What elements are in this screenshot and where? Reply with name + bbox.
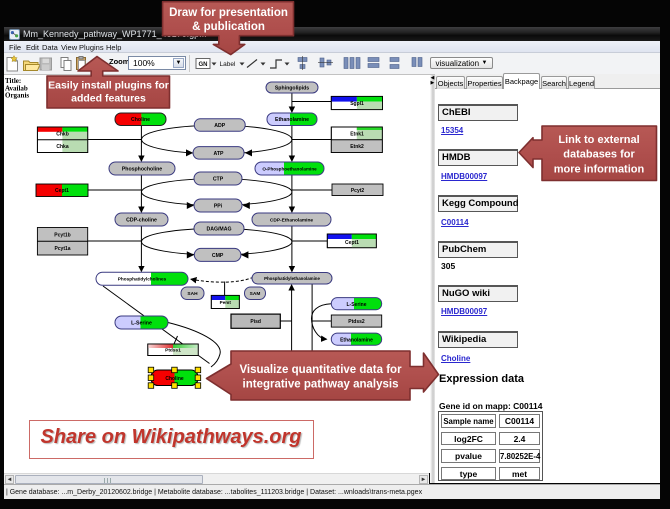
svg-text:Pcyt1a: Pcyt1a bbox=[54, 246, 70, 252]
svg-text:Label: Label bbox=[220, 61, 236, 68]
svg-text:Etnk1: Etnk1 bbox=[350, 131, 364, 137]
svg-text:Organis: Organis bbox=[5, 92, 29, 100]
svg-text:ADP: ADP bbox=[214, 123, 225, 129]
svg-text:ATP: ATP bbox=[214, 151, 225, 157]
svg-text:Cept1: Cept1 bbox=[345, 240, 359, 246]
svg-text:Chkb: Chkb bbox=[56, 131, 69, 137]
svg-text:Choline: Choline bbox=[131, 117, 150, 123]
svg-text:GN: GN bbox=[199, 62, 208, 68]
svg-text:Etnk2: Etnk2 bbox=[350, 144, 364, 150]
svg-text:DAG/MAG: DAG/MAG bbox=[206, 227, 231, 233]
svg-text:O-Phosphoethanolamine: O-Phosphoethanolamine bbox=[262, 167, 317, 172]
svg-text:Title:: Title: bbox=[5, 77, 21, 85]
svg-text:Choline: Choline bbox=[165, 376, 184, 382]
svg-text:CMP: CMP bbox=[212, 253, 224, 259]
svg-text:L-Serine: L-Serine bbox=[131, 321, 152, 327]
svg-text:Sphingolipids: Sphingolipids bbox=[275, 86, 309, 92]
svg-text:Ethanolamine: Ethanolamine bbox=[275, 117, 309, 123]
svg-text:CDP-choline: CDP-choline bbox=[126, 218, 157, 224]
svg-text:Sgpl1: Sgpl1 bbox=[350, 101, 364, 107]
svg-text:Link to external: Link to external bbox=[558, 134, 639, 146]
svg-text:Pcyt1b: Pcyt1b bbox=[54, 233, 70, 239]
svg-text:Phosphatidylcholines: Phosphatidylcholines bbox=[118, 277, 167, 282]
svg-text:Phosphatidylethanolamine: Phosphatidylethanolamine bbox=[264, 276, 320, 281]
svg-text:integrative pathway analysis: integrative pathway analysis bbox=[243, 379, 399, 391]
svg-text:SAH: SAH bbox=[187, 291, 198, 297]
svg-text:CTP: CTP bbox=[213, 176, 224, 182]
svg-text:Availab: Availab bbox=[5, 85, 28, 93]
svg-text:PPi: PPi bbox=[214, 203, 223, 209]
svg-text:Visualize quantitative data f: Visualize quantitative data for bbox=[239, 364, 402, 376]
svg-text:Ethanolamine: Ethanolamine bbox=[340, 338, 373, 344]
svg-text:Pisd: Pisd bbox=[250, 319, 261, 325]
svg-text:Ptdss1: Ptdss1 bbox=[165, 348, 181, 354]
svg-text:more information: more information bbox=[554, 164, 645, 176]
svg-text:L-Serine: L-Serine bbox=[346, 302, 366, 308]
svg-text:Phosphocholine: Phosphocholine bbox=[122, 166, 162, 172]
svg-text:Easily install plugins for: Easily install plugins for bbox=[48, 80, 169, 92]
svg-text:& publication: & publication bbox=[192, 21, 265, 33]
svg-text:Ptdss2: Ptdss2 bbox=[348, 319, 365, 325]
svg-text:CDP-Ethanolamine: CDP-Ethanolamine bbox=[270, 218, 314, 224]
svg-text:SAM: SAM bbox=[250, 291, 261, 297]
svg-text:Pcyt2: Pcyt2 bbox=[351, 188, 365, 194]
svg-text:Pemt: Pemt bbox=[220, 300, 232, 305]
svg-text:databases for: databases for bbox=[563, 149, 635, 161]
svg-text:Chka: Chka bbox=[56, 144, 68, 150]
svg-text:Cept1: Cept1 bbox=[55, 188, 69, 194]
svg-text:added features: added features bbox=[71, 93, 146, 105]
svg-text:Draw for presentation: Draw for presentation bbox=[169, 7, 288, 19]
